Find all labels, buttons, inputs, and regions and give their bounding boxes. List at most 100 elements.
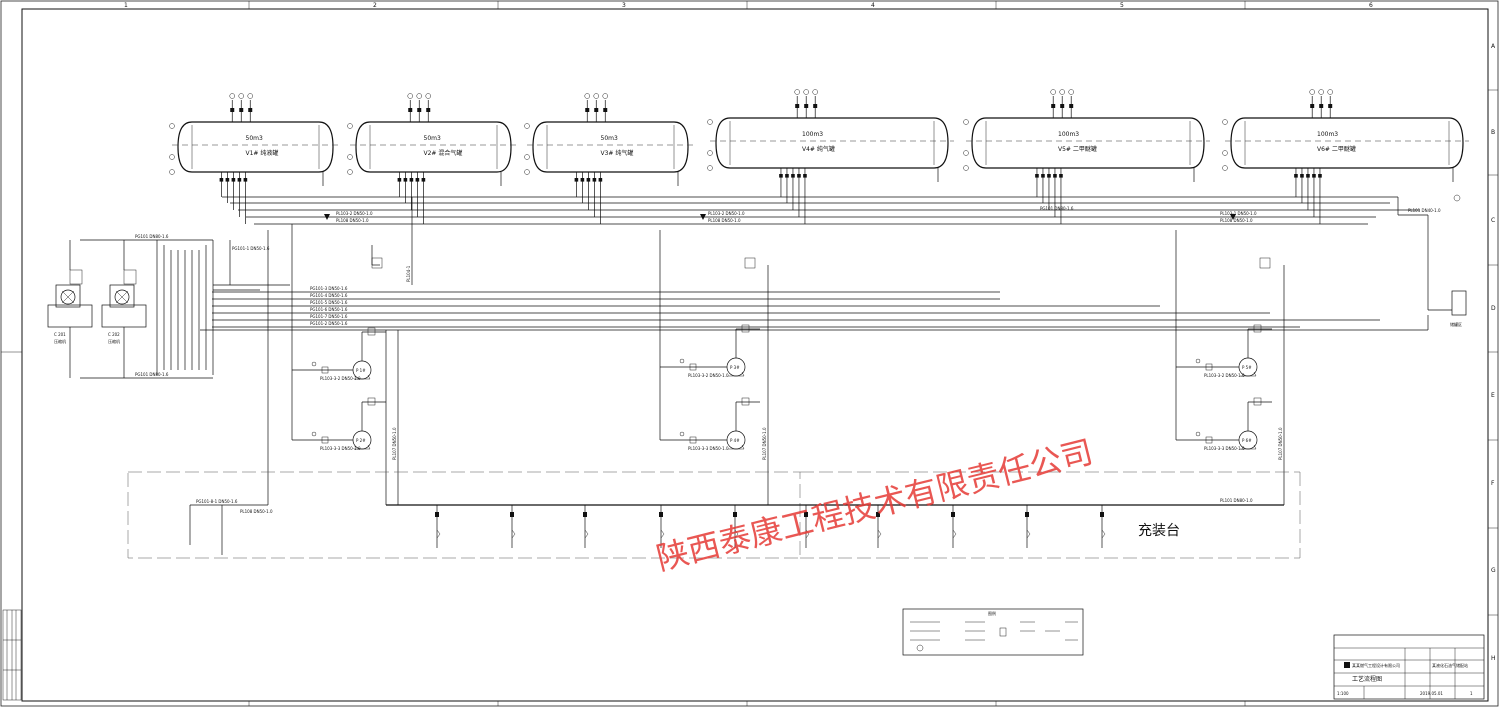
valve-icon — [795, 104, 800, 108]
valve-icon — [741, 397, 750, 406]
valve-icon — [1205, 363, 1213, 371]
valve-icon — [659, 512, 663, 517]
filling-point — [1100, 505, 1106, 548]
level-gauge-icon — [963, 150, 969, 156]
hose-icon — [877, 529, 882, 539]
project-name: 某液化石油气储配站 — [1432, 662, 1468, 668]
pump: P 4#PL103-3-3 DN50-1.0 — [660, 397, 760, 451]
pump-group: P 1#PL103-3-2 DN50-1.0P 2#PL103-3-3 DN50… — [292, 324, 1272, 451]
gauge-icon — [1059, 89, 1065, 95]
valve-icon — [586, 178, 591, 182]
level-gauge-icon — [707, 119, 713, 125]
pipe-label: PL103-3-3 DN50-1.0 — [1204, 446, 1245, 451]
col-label: 6 — [1369, 2, 1373, 9]
water-tank — [1451, 290, 1467, 316]
level-gauge-icon — [347, 169, 353, 175]
gauge-icon — [1453, 194, 1461, 202]
pipe-label: PL101 DN40-1.0 — [1408, 208, 1441, 213]
valve-icon — [804, 104, 809, 108]
gauge-icon — [247, 93, 253, 99]
valve-icon — [230, 108, 235, 112]
pipe-label: PL104-1 — [406, 265, 411, 282]
tank-shell — [532, 121, 689, 173]
row-label: E — [1491, 392, 1495, 399]
hose-icon — [805, 529, 810, 539]
level-gauge-icon — [963, 165, 969, 171]
valve-icon — [1318, 174, 1322, 178]
pump-label: P 3# — [730, 365, 740, 370]
filling-point — [733, 505, 739, 548]
level-gauge-icon — [347, 123, 353, 129]
compressor-icon — [114, 289, 130, 305]
tank-volume: 100m3 — [802, 131, 823, 138]
valve-icon — [421, 178, 426, 182]
pump-label: P 5# — [1242, 365, 1252, 370]
pipe-label: PG101-8-1 DN50-1.6 — [196, 499, 238, 504]
drawing-title: 工艺流程图 — [1352, 675, 1382, 683]
valve-icon — [231, 178, 236, 182]
valve-icon — [791, 174, 795, 178]
legend-box: 图例 — [902, 608, 1084, 656]
water-tank-label: 储罐区 — [1450, 321, 1462, 327]
gauge-icon — [311, 361, 317, 367]
tank-shell — [177, 121, 334, 173]
filling-point — [804, 505, 810, 548]
compressor-icon — [60, 289, 76, 305]
pipe-label: PG101 DN80-1.6 — [1040, 206, 1074, 211]
revision-strip — [2, 609, 22, 701]
pipe-label: PL103-2 DN50-1.0 — [336, 211, 373, 216]
pump: P 2# PL103-3-3 DN50-1.0 — [292, 397, 386, 451]
pipe-label: PL107 DN50-1.0 — [762, 427, 767, 460]
hose-icon — [1026, 529, 1031, 539]
pump-label: P 4# — [730, 438, 740, 443]
pump-label: P 2# — [356, 438, 366, 443]
pipe-label: PL103-2 DN50-1.0 — [708, 211, 745, 216]
pipe-label: PL103-3-2 DN50-1.0 — [688, 373, 729, 378]
tank-volume: 50m3 — [246, 135, 263, 142]
level-gauge-icon — [169, 123, 175, 129]
tank-volume: 100m3 — [1058, 131, 1079, 138]
valve-icon — [510, 512, 514, 517]
valve-icon — [741, 324, 750, 333]
check-valve-icon — [700, 214, 706, 220]
valve-icon — [1051, 104, 1056, 108]
row-label: G — [1491, 567, 1496, 574]
compressor-id: C 201 — [54, 332, 66, 337]
pipe-label: PG101 DN80-1.6 — [135, 372, 169, 377]
gauge-icon — [679, 431, 685, 437]
gas-distribution: PG101-3 DN50-1.6 PG101-4 DN50-1.6 PG101-… — [80, 234, 1380, 379]
tank-label: V4# 纯气罐 — [802, 145, 835, 153]
hose-icon — [734, 529, 739, 539]
valve-icon — [1328, 104, 1333, 108]
gauge-icon — [229, 93, 235, 99]
pipe-label: PG101-2 DN50-1.6 — [310, 321, 348, 326]
level-gauge-icon — [707, 165, 713, 171]
pipe-label: PL108 DN50-1.0 — [708, 218, 741, 223]
level-gauge-icon — [169, 169, 175, 175]
valve-icon — [1041, 174, 1045, 178]
valve-icon — [804, 512, 808, 517]
valve-icon — [598, 178, 603, 182]
inner-frame — [21, 8, 1489, 702]
valve-icon — [594, 108, 599, 112]
valve-icon — [1294, 174, 1298, 178]
company-name: 某某燃气工程设计有限公司 — [1352, 662, 1400, 668]
row-label: A — [1491, 43, 1496, 50]
valve-icon — [1319, 104, 1324, 108]
column-markers: 1 2 3 4 5 6 — [124, 1, 1373, 706]
level-gauge-icon — [169, 154, 175, 160]
row-label: D — [1491, 305, 1496, 312]
pipe-label: PL103-3-3 DN50-1.0 — [320, 446, 361, 451]
valve-icon — [1069, 104, 1074, 108]
valve-icon — [367, 327, 376, 336]
compressor-name: 压缩机 — [108, 338, 120, 344]
valve-icon — [243, 178, 248, 182]
pipe-label: PL108 DN50-1.0 — [240, 509, 273, 514]
level-gauge-icon — [963, 119, 969, 125]
gauge-icon — [679, 358, 685, 364]
